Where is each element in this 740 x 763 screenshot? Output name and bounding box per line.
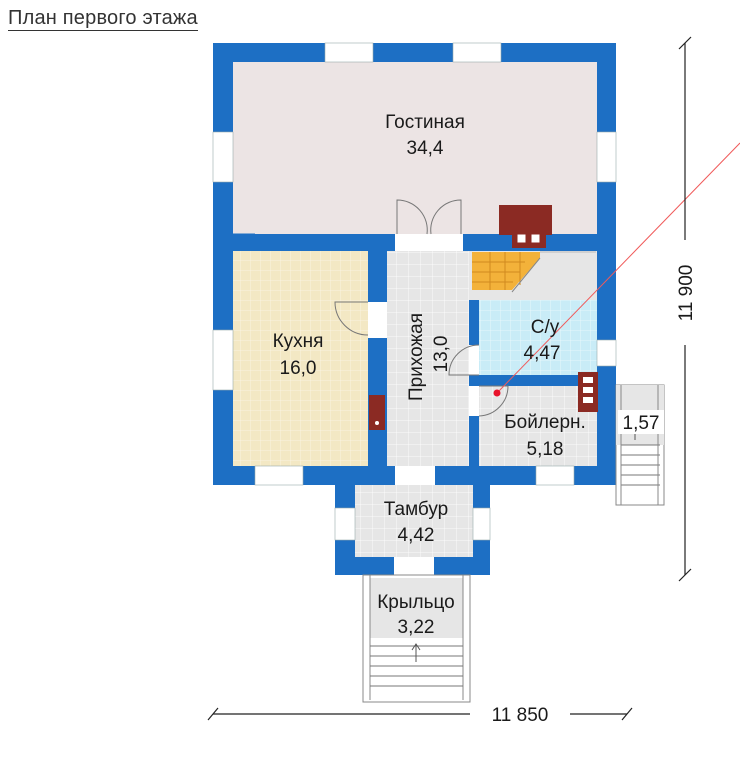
- side-area: 1,57: [623, 413, 660, 434]
- windows: [212, 42, 617, 541]
- hallway-area: 13,0: [431, 336, 452, 373]
- vestibule-name: Тамбур: [384, 499, 449, 520]
- kitchen-floor-tiles: [233, 251, 368, 466]
- dimension-horizontal: [207, 707, 633, 721]
- staircase: [472, 251, 596, 293]
- bathroom-floor-tiles: [479, 300, 597, 375]
- kitchen-stove: [369, 395, 385, 430]
- bathroom-name: С/у: [531, 317, 560, 338]
- section-line: [496, 142, 740, 394]
- hallway-floor-tiles: [387, 251, 469, 466]
- plan-title: План первого этажа: [8, 7, 198, 31]
- door-entrance: [394, 557, 434, 575]
- width-dimension-label: 11 850: [492, 705, 549, 726]
- boiler-area: 5,18: [527, 439, 564, 460]
- kitchen-name: Кухня: [273, 331, 324, 352]
- vestibule-area: 4,42: [398, 525, 435, 546]
- porch-name: Крыльцо: [377, 592, 455, 613]
- vestibule-floor-tiles: [355, 485, 473, 557]
- door-living: [395, 199, 463, 251]
- living-room-name: Гостиная: [385, 112, 465, 133]
- door-vestibule: [395, 466, 435, 485]
- height-dimension-label: 11 900: [676, 265, 697, 322]
- porch-area: 3,22: [398, 617, 435, 638]
- door-kitchen: [334, 301, 387, 338]
- hallway-name: Прихожая: [406, 313, 427, 401]
- section-marker: [493, 389, 501, 397]
- porch: [362, 574, 471, 703]
- door-bathroom: [448, 344, 480, 376]
- side-steps: [615, 384, 665, 506]
- boiler-floor-tiles: [479, 386, 597, 466]
- dimension-vertical: [678, 36, 692, 582]
- bathroom-area: 4,47: [524, 343, 561, 364]
- living-room-area: 34,4: [407, 138, 444, 159]
- boiler-name: Бойлерн.: [504, 412, 586, 433]
- door-boiler: [469, 385, 509, 417]
- kitchen-area: 16,0: [280, 358, 317, 379]
